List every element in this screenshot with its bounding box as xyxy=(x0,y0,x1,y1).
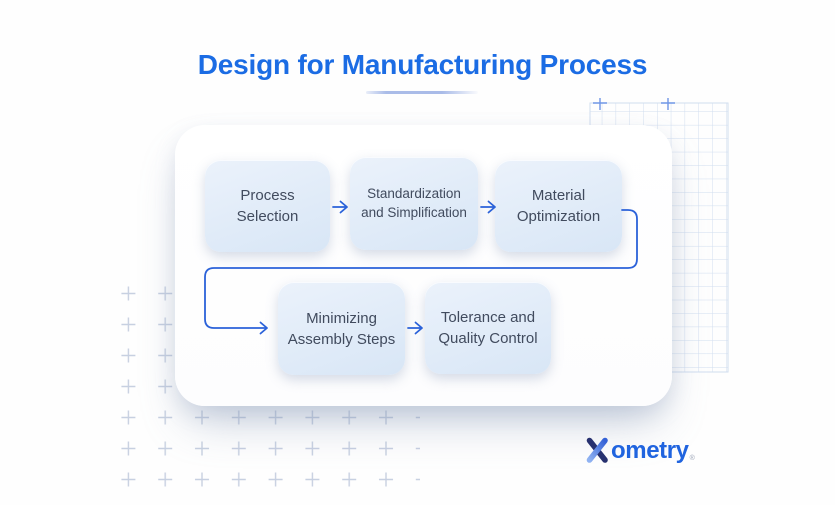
flow-step-label: Standardization and Simplification xyxy=(361,185,467,220)
page-title: Design for Manufacturing Process xyxy=(197,49,648,80)
logo-x-icon xyxy=(586,437,608,463)
flow-step-label: Material Optimization xyxy=(516,187,601,225)
flow-step-label: Process Selection xyxy=(236,187,299,225)
registered-mark: ® xyxy=(689,455,695,462)
flow-step-material-optimization: Material Optimization xyxy=(495,160,622,252)
xometry-logo: ometry ® xyxy=(585,436,695,464)
flow-step-label: Minimizing Assembly Steps xyxy=(287,309,396,348)
flow-step-minimizing-assembly: Minimizing Assembly Steps xyxy=(278,282,405,375)
flow-step-tolerance-quality: Tolerance and Quality Control xyxy=(425,282,551,374)
flow-step-label: Tolerance and Quality Control xyxy=(438,309,538,347)
logo-text: ometry xyxy=(611,437,689,464)
flow-step-standardization: Standardization and Simplification xyxy=(350,157,478,250)
flow-step-process-selection: Process Selection xyxy=(205,160,330,252)
title-underline xyxy=(366,91,478,94)
